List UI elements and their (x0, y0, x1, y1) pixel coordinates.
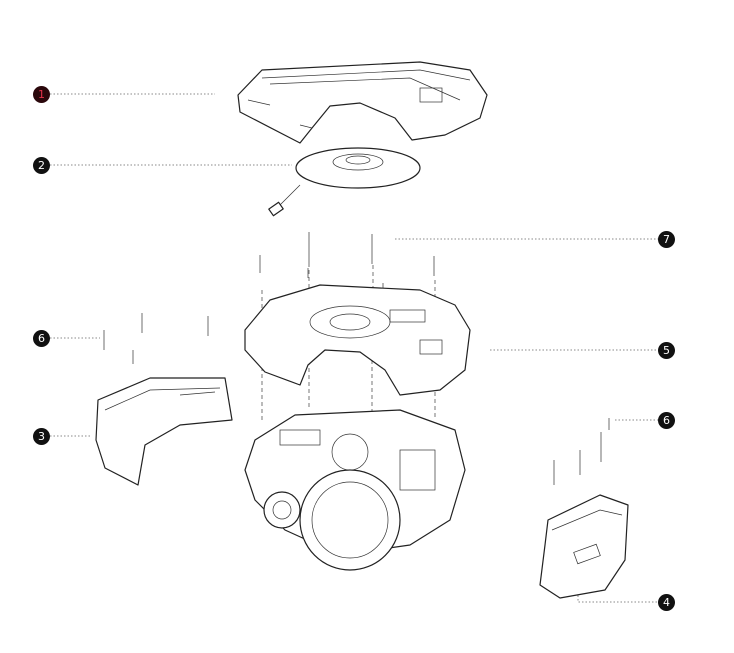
dial-disc-drawing (268, 147, 421, 217)
screws-drawing (103, 232, 610, 485)
callout-4: 4 (658, 594, 675, 611)
callout-2: 2 (33, 157, 50, 174)
chassis-drawing (244, 409, 466, 571)
callout-1: 1 (33, 86, 50, 103)
callout-6-right: 6 (658, 412, 675, 429)
rear-bumper-drawing (539, 494, 629, 599)
callout-6-left: 6 (33, 330, 50, 347)
top-cover-drawing (237, 61, 488, 144)
callout-3: 3 (33, 428, 50, 445)
callout-5: 5 (658, 342, 675, 359)
body-shell-drawing (244, 284, 471, 396)
front-bumper-drawing (95, 377, 233, 486)
leader-lines (50, 93, 658, 603)
callout-7: 7 (658, 231, 675, 248)
